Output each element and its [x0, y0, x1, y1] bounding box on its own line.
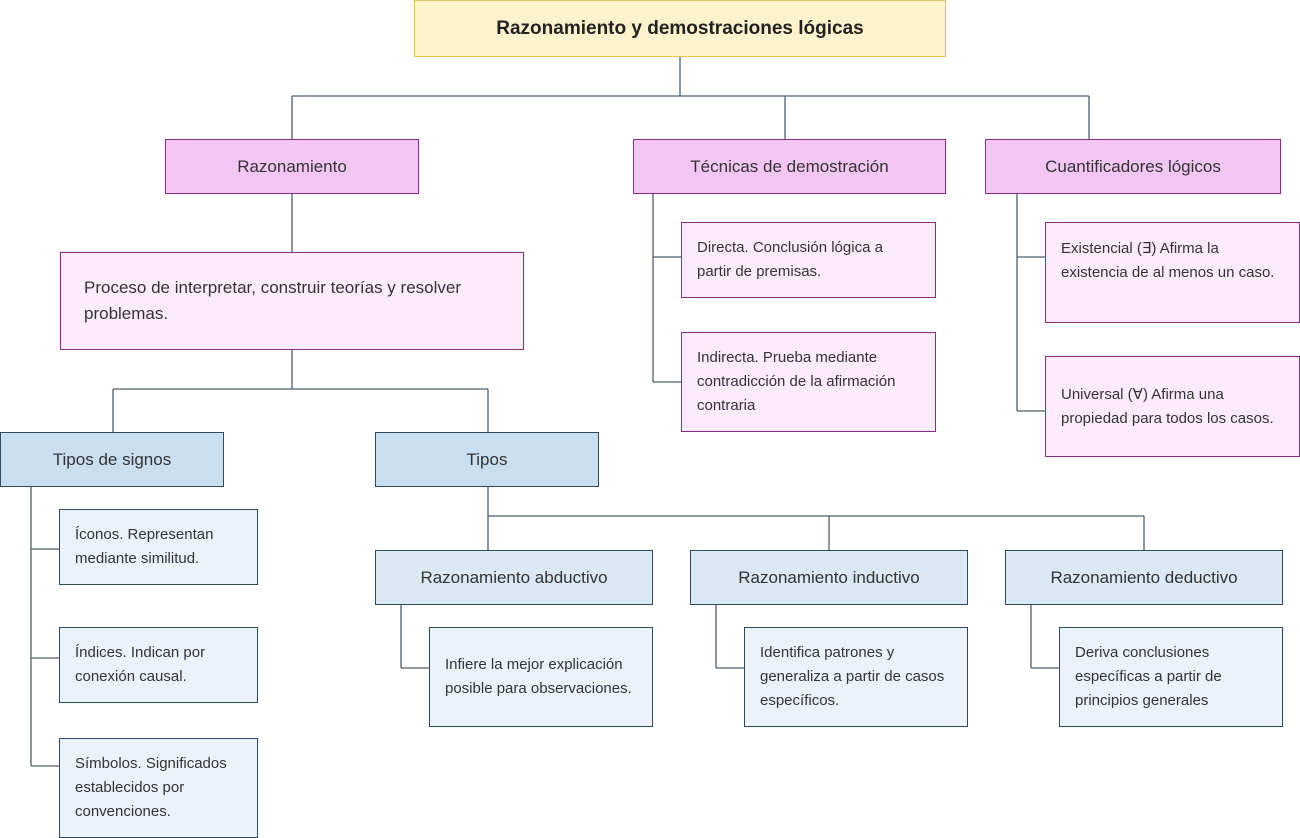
signo-simbolos-node[interactable]: Símbolos. Significados establecidos por … — [59, 738, 258, 838]
tipos-node[interactable]: Tipos — [375, 432, 599, 487]
signo-simbolos-text: Símbolos. Significados establecidos por … — [75, 755, 227, 820]
razonamiento-definition-node[interactable]: Proceso de interpretar, construir teoría… — [60, 252, 524, 350]
tecnicas-node[interactable]: Técnicas de demostración — [633, 139, 946, 194]
deductivo-desc: Deriva conclusiones específicas a partir… — [1075, 644, 1222, 709]
abductivo-label: Razonamiento abductivo — [420, 567, 608, 587]
razonamiento-node[interactable]: Razonamiento — [165, 139, 419, 194]
root-title-node[interactable]: Razonamiento y demostraciones lógicas — [414, 0, 946, 57]
tipos-de-signos-node[interactable]: Tipos de signos — [0, 432, 224, 487]
inductivo-node[interactable]: Razonamiento inductivo — [690, 550, 968, 605]
abductivo-desc-node[interactable]: Infiere la mejor explicación posible par… — [429, 627, 653, 727]
cuantificador-existencial-node[interactable]: Existencial (∃) Afirma la existencia de … — [1045, 222, 1300, 323]
deductivo-label: Razonamiento deductivo — [1050, 567, 1238, 587]
tipos-de-signos-label: Tipos de signos — [52, 449, 172, 469]
cuantificadores-node[interactable]: Cuantificadores lógicos — [985, 139, 1281, 194]
signo-iconos-text: Íconos. Representan mediante similitud. — [75, 526, 214, 567]
abductivo-node[interactable]: Razonamiento abductivo — [375, 550, 653, 605]
root-title: Razonamiento y demostraciones lógicas — [496, 17, 864, 39]
signo-iconos-node[interactable]: Íconos. Representan mediante similitud. — [59, 509, 258, 585]
tecnica-indirecta-text: Indirecta. Prueba mediante contradicción… — [697, 349, 896, 414]
inductivo-desc-node[interactable]: Identifica patrones y generaliza a parti… — [744, 627, 968, 727]
tecnica-directa-text: Directa. Conclusión lógica a partir de p… — [697, 239, 883, 280]
razonamiento-definition: Proceso de interpretar, construir teoría… — [84, 278, 461, 323]
cuantificadores-label: Cuantificadores lógicos — [1045, 156, 1221, 176]
signo-indices-text: Índices. Indican por conexión causal. — [75, 644, 206, 685]
signo-indices-node[interactable]: Índices. Indican por conexión causal. — [59, 627, 258, 703]
inductivo-desc: Identifica patrones y generaliza a parti… — [760, 644, 945, 709]
cuantificador-existencial-text: Existencial (∃) Afirma la existencia de … — [1061, 240, 1275, 281]
deductivo-node[interactable]: Razonamiento deductivo — [1005, 550, 1283, 605]
abductivo-desc: Infiere la mejor explicación posible par… — [445, 656, 632, 697]
tecnicas-label: Técnicas de demostración — [690, 156, 889, 176]
cuantificador-universal-node[interactable]: Universal (∀) Afirma una propiedad para … — [1045, 356, 1300, 457]
cuantificador-universal-text: Universal (∀) Afirma una propiedad para … — [1061, 385, 1274, 427]
tipos-label: Tipos — [466, 449, 508, 469]
tecnica-directa-node[interactable]: Directa. Conclusión lógica a partir de p… — [681, 222, 936, 298]
deductivo-desc-node[interactable]: Deriva conclusiones específicas a partir… — [1059, 627, 1283, 727]
inductivo-label: Razonamiento inductivo — [738, 567, 920, 587]
razonamiento-label: Razonamiento — [237, 156, 347, 176]
tecnica-indirecta-node[interactable]: Indirecta. Prueba mediante contradicción… — [681, 332, 936, 432]
